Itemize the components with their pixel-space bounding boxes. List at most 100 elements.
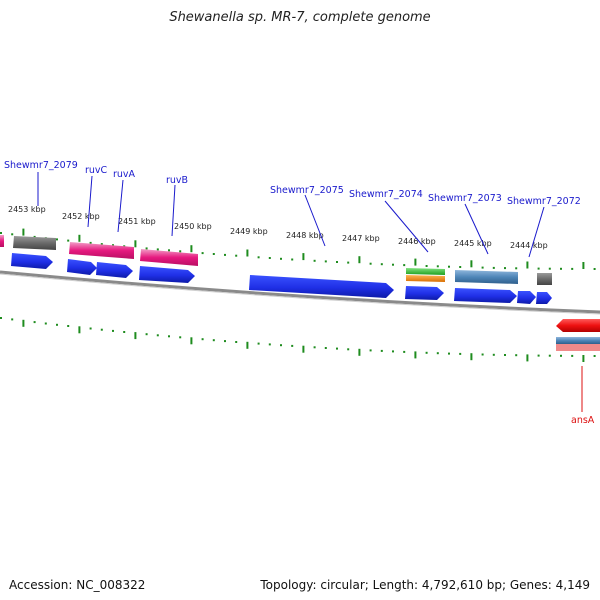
minor-tick bbox=[156, 248, 159, 251]
minor-tick bbox=[459, 266, 462, 268]
feature-gene-ansa-pink[interactable] bbox=[556, 344, 600, 351]
minor-tick bbox=[257, 342, 260, 345]
cds-arrow-forward[interactable] bbox=[536, 292, 552, 304]
minor-tick bbox=[537, 354, 540, 357]
feature-gene-shewmr7-2074-green[interactable] bbox=[406, 268, 445, 275]
minor-tick bbox=[548, 354, 551, 357]
cds-arrow-forward[interactable] bbox=[96, 262, 133, 278]
minor-tick bbox=[145, 333, 148, 336]
gene-label-shewmr7-2074[interactable]: Shewmr7_2074 bbox=[349, 189, 423, 200]
scale-label: 2449 kbp bbox=[230, 227, 268, 236]
minor-tick bbox=[369, 349, 372, 352]
cds-arrow-forward[interactable] bbox=[67, 259, 97, 275]
gene-label-ruvc[interactable]: ruvC bbox=[85, 165, 108, 176]
feature-gene-shewmr7-2073[interactable] bbox=[455, 270, 518, 284]
genome-summary: Topology: circular; Length: 4,792,610 bp… bbox=[260, 578, 590, 592]
gene-label-shewmr7-2073[interactable]: Shewmr7_2073 bbox=[428, 193, 502, 204]
scale-label: 2450 kbp bbox=[174, 222, 212, 231]
map-title: Shewanella sp. MR-7, complete genome bbox=[169, 10, 431, 25]
cds-arrow-forward[interactable] bbox=[517, 291, 536, 304]
feature-gene-shewmr7-2079[interactable] bbox=[13, 236, 56, 250]
cds-arrow-reverse-ansa[interactable] bbox=[556, 319, 600, 332]
minor-tick bbox=[67, 239, 70, 242]
feature-gene-ruvc[interactable] bbox=[69, 242, 134, 259]
minor-tick bbox=[481, 353, 484, 356]
feature-track-upper bbox=[0, 235, 552, 285]
minor-tick bbox=[179, 250, 182, 253]
minor-tick bbox=[268, 257, 271, 259]
major-tick bbox=[134, 332, 137, 340]
scale-label: 2453 kbp bbox=[8, 205, 46, 214]
feature-gene-ruvb[interactable] bbox=[140, 249, 198, 266]
major-tick bbox=[582, 262, 585, 269]
major-tick bbox=[302, 345, 305, 353]
scale-label: 2452 kbp bbox=[62, 212, 100, 221]
gene-label-ruva[interactable]: ruvA bbox=[113, 169, 136, 180]
minor-tick bbox=[492, 266, 495, 269]
minor-tick bbox=[224, 340, 226, 343]
minor-tick bbox=[515, 267, 518, 270]
major-tick bbox=[22, 228, 25, 236]
cds-arrow-forward[interactable] bbox=[454, 288, 517, 303]
minor-tick bbox=[56, 238, 58, 241]
leader-line-shewmr7-2073 bbox=[464, 203, 489, 255]
cds-arrow-forward[interactable] bbox=[11, 253, 53, 269]
major-tick bbox=[582, 355, 585, 362]
gene-label-shewmr7-2072[interactable]: Shewmr7_2072 bbox=[507, 196, 581, 207]
minor-tick bbox=[504, 354, 506, 356]
major-tick bbox=[134, 240, 137, 248]
leader-line-shewmr7-2072 bbox=[528, 206, 545, 258]
minor-tick bbox=[425, 351, 428, 354]
minor-tick bbox=[336, 347, 338, 350]
cds-track-forward bbox=[11, 253, 552, 304]
minor-tick bbox=[235, 254, 238, 257]
gene-label-shewmr7-2075[interactable]: Shewmr7_2075 bbox=[270, 185, 344, 196]
gene-label-shewmr7-2079[interactable]: Shewmr7_2079 bbox=[4, 160, 78, 171]
minor-tick bbox=[492, 353, 495, 356]
feature-gene-left-edge[interactable] bbox=[0, 235, 4, 247]
minor-tick bbox=[224, 253, 226, 256]
feature-gene-ansa-steel[interactable] bbox=[556, 337, 600, 344]
minor-tick bbox=[280, 257, 282, 260]
gene-label-ruvb[interactable]: ruvB bbox=[166, 175, 188, 186]
minor-tick bbox=[392, 263, 394, 266]
minor-tick bbox=[268, 343, 271, 346]
minor-tick bbox=[100, 328, 103, 331]
minor-tick bbox=[56, 323, 58, 326]
minor-tick bbox=[44, 322, 47, 325]
minor-tick bbox=[548, 267, 551, 270]
accession-label: Accession: NC_008322 bbox=[9, 578, 146, 592]
minor-tick bbox=[11, 318, 14, 321]
minor-tick bbox=[291, 344, 294, 347]
cds-arrow-forward[interactable] bbox=[405, 286, 444, 300]
minor-tick bbox=[11, 233, 14, 236]
leader-line-shewmr7-2074 bbox=[384, 200, 429, 253]
minor-tick bbox=[504, 267, 506, 270]
minor-tick bbox=[571, 354, 574, 357]
leader-line-ruvc bbox=[87, 175, 93, 228]
minor-tick bbox=[0, 232, 2, 234]
outer-tick-ring bbox=[0, 228, 596, 270]
minor-tick bbox=[89, 241, 92, 244]
major-tick bbox=[470, 260, 473, 268]
minor-tick bbox=[112, 244, 114, 247]
minor-tick bbox=[201, 338, 204, 341]
scale-label: 2444 kbp bbox=[510, 241, 548, 250]
gene-label-ansa[interactable]: ansA bbox=[571, 415, 595, 426]
minor-tick bbox=[481, 266, 484, 269]
minor-tick bbox=[537, 267, 540, 270]
cds-arrow-forward[interactable] bbox=[249, 275, 394, 298]
minor-tick bbox=[347, 261, 350, 264]
minor-tick bbox=[112, 329, 114, 332]
minor-tick bbox=[257, 256, 260, 259]
minor-tick bbox=[67, 325, 70, 327]
cds-arrow-forward[interactable] bbox=[139, 266, 195, 283]
major-tick bbox=[470, 353, 473, 361]
minor-tick bbox=[235, 341, 238, 343]
minor-tick bbox=[280, 344, 282, 347]
major-tick bbox=[358, 348, 361, 356]
feature-gene-shewmr7-2074-orange[interactable] bbox=[406, 275, 445, 282]
minor-tick bbox=[89, 327, 92, 330]
feature-gene-shewmr7-2072[interactable] bbox=[537, 273, 552, 285]
